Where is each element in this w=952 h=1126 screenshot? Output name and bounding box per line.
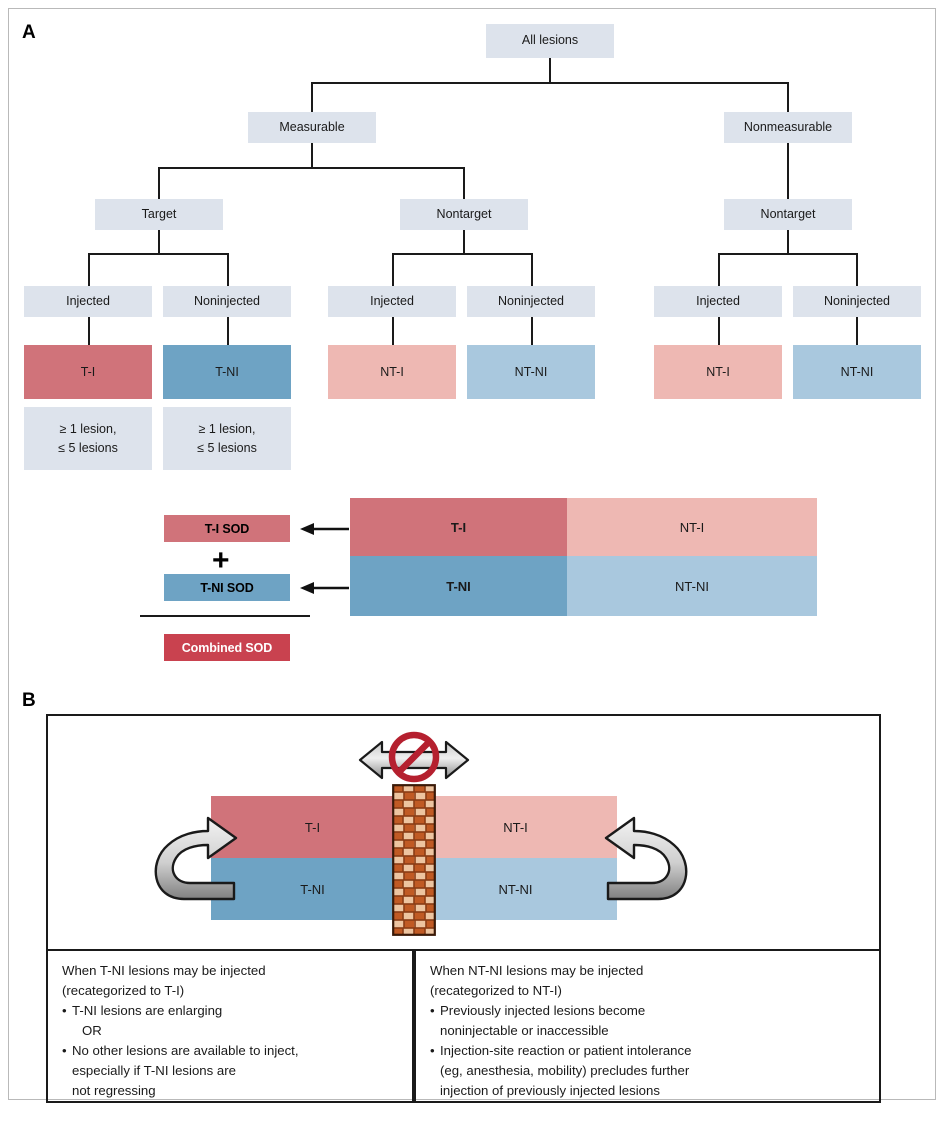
list-item: Previously injected lesions become nonin… bbox=[430, 1001, 867, 1041]
note-right-list: Previously injected lesions become nonin… bbox=[430, 1001, 867, 1101]
matrix-cell-nt-i[interactable]: NT-I bbox=[567, 498, 817, 556]
list-item: T-NI lesions are enlarging bbox=[62, 1001, 400, 1021]
panel-b-note-left: When T-NI lesions may be injected (recat… bbox=[46, 949, 414, 1103]
node-t-ni[interactable]: T-NI bbox=[163, 345, 291, 399]
connector bbox=[88, 317, 90, 345]
node-t-i[interactable]: T-I bbox=[24, 345, 152, 399]
node-all-lesions[interactable]: All lesions bbox=[486, 24, 614, 58]
panel-b-cell-nt-ni[interactable]: NT-NI bbox=[414, 858, 617, 920]
node-injected-nontarget-m[interactable]: Injected bbox=[328, 286, 456, 317]
connector bbox=[787, 230, 789, 254]
connector bbox=[856, 253, 858, 286]
connector bbox=[158, 167, 464, 169]
panel-b-note-right: When NT-NI lesions may be injected (reca… bbox=[414, 949, 881, 1103]
node-nt-ni-measurable[interactable]: NT-NI bbox=[467, 345, 595, 399]
connector bbox=[392, 317, 394, 345]
panel-label-b: B bbox=[22, 690, 36, 711]
connector bbox=[463, 167, 465, 199]
matrix-cell-t-ni[interactable]: T-NI bbox=[350, 556, 567, 616]
note-left-list: T-NI lesions are enlarging OR No other l… bbox=[62, 1001, 400, 1101]
curved-arrow-right-icon bbox=[604, 816, 688, 901]
connector bbox=[549, 58, 551, 83]
node-measurable[interactable]: Measurable bbox=[248, 112, 376, 143]
connector bbox=[531, 317, 533, 345]
node-injected-nontarget-nm[interactable]: Injected bbox=[654, 286, 782, 317]
plus-icon: + bbox=[212, 544, 230, 577]
brick-wall-icon bbox=[392, 784, 436, 936]
node-nonmeasurable[interactable]: Nonmeasurable bbox=[724, 112, 852, 143]
connector bbox=[158, 230, 160, 254]
connector bbox=[531, 253, 533, 286]
node-nontarget-measurable[interactable]: Nontarget bbox=[400, 199, 528, 230]
panel-b-cell-t-i[interactable]: T-I bbox=[211, 796, 414, 858]
node-target[interactable]: Target bbox=[95, 199, 223, 230]
connector bbox=[718, 253, 720, 286]
matrix-cell-t-i[interactable]: T-I bbox=[350, 498, 567, 556]
connector bbox=[88, 253, 228, 255]
node-noninjected-nontarget-nm[interactable]: Noninjected bbox=[793, 286, 921, 317]
node-noninjected-target[interactable]: Noninjected bbox=[163, 286, 291, 317]
panel-b-cell-t-ni[interactable]: T-NI bbox=[211, 858, 414, 920]
note-t-ni-lesion-count: ≥ 1 lesion, ≤ 5 lesions bbox=[163, 407, 291, 470]
panel-b-cell-nt-i[interactable]: NT-I bbox=[414, 796, 617, 858]
connector bbox=[787, 143, 789, 199]
sod-combined[interactable]: Combined SOD bbox=[164, 634, 290, 661]
note-right-header: When NT-NI lesions may be injected (reca… bbox=[430, 963, 644, 999]
connector bbox=[311, 82, 788, 84]
sod-t-i[interactable]: T-I SOD bbox=[164, 515, 290, 542]
list-item: Injection-site reaction or patient intol… bbox=[430, 1041, 867, 1101]
matrix-cell-nt-ni[interactable]: NT-NI bbox=[567, 556, 817, 616]
connector bbox=[392, 253, 532, 255]
node-nt-i-nonmeasurable[interactable]: NT-I bbox=[654, 345, 782, 399]
node-nt-i-measurable[interactable]: NT-I bbox=[328, 345, 456, 399]
arrow-left-icon-bottom bbox=[300, 582, 349, 594]
connector bbox=[88, 253, 90, 286]
sum-rule bbox=[140, 615, 310, 617]
connector bbox=[227, 253, 229, 286]
arrow-left-icon-top bbox=[300, 523, 349, 535]
connector bbox=[158, 167, 160, 199]
node-nt-ni-nonmeasurable[interactable]: NT-NI bbox=[793, 345, 921, 399]
connector bbox=[718, 253, 857, 255]
node-injected-target[interactable]: Injected bbox=[24, 286, 152, 317]
connector bbox=[787, 82, 789, 112]
list-item: No other lesions are available to inject… bbox=[62, 1041, 400, 1101]
connector bbox=[311, 143, 313, 168]
connector bbox=[463, 230, 465, 254]
connector bbox=[718, 317, 720, 345]
connector bbox=[311, 82, 313, 112]
curved-arrow-left-icon bbox=[154, 816, 238, 901]
connector bbox=[392, 253, 394, 286]
list-item: OR bbox=[82, 1023, 102, 1039]
panel-label-a: A bbox=[22, 22, 36, 43]
sod-t-ni[interactable]: T-NI SOD bbox=[164, 574, 290, 601]
node-nontarget-nonmeasurable[interactable]: Nontarget bbox=[724, 199, 852, 230]
node-noninjected-nontarget-m[interactable]: Noninjected bbox=[467, 286, 595, 317]
no-entry-icon bbox=[358, 731, 470, 783]
note-left-header: When T-NI lesions may be injected (recat… bbox=[62, 963, 266, 999]
connector bbox=[856, 317, 858, 345]
note-t-i-lesion-count: ≥ 1 lesion, ≤ 5 lesions bbox=[24, 407, 152, 470]
connector bbox=[227, 317, 229, 345]
